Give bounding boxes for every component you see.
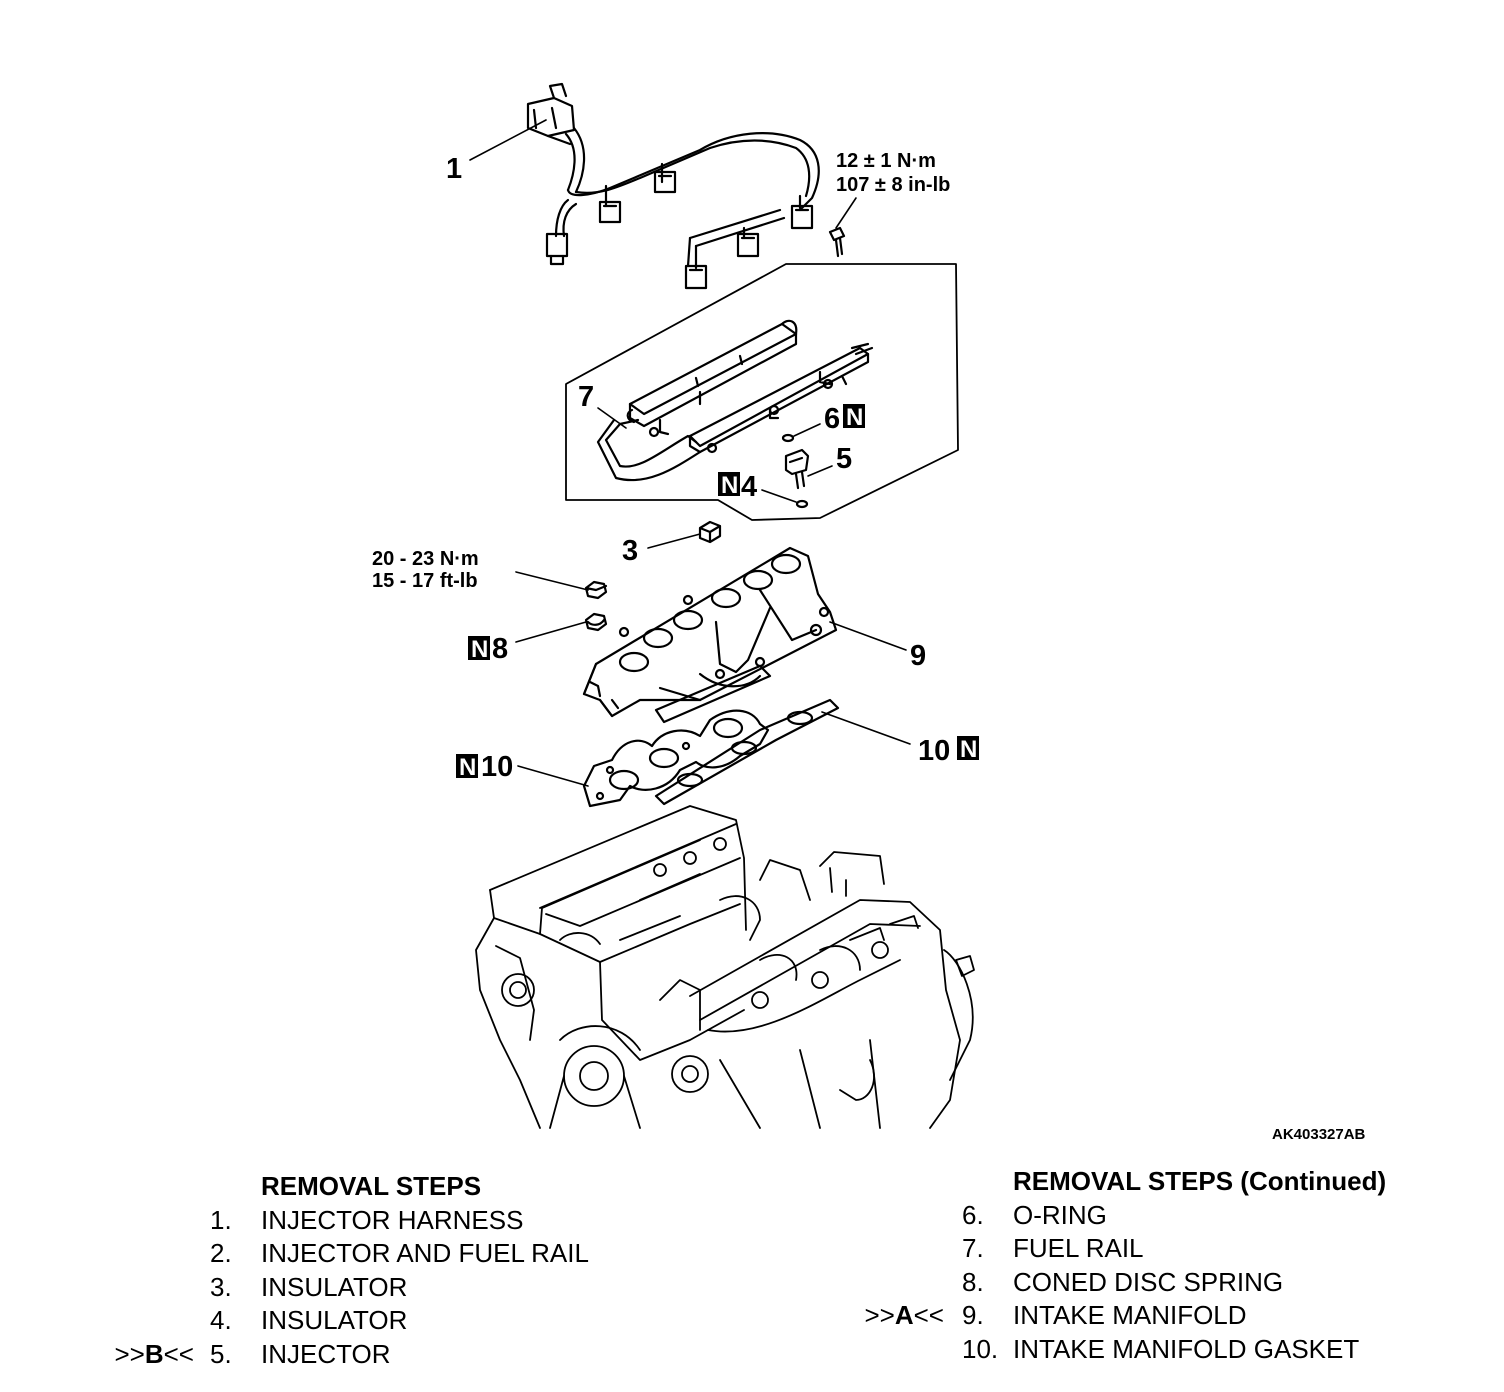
step-number: 7.: [962, 1233, 984, 1263]
callout-10-right: 10: [918, 735, 950, 767]
injector-harness: [526, 82, 820, 290]
injector-fuel-rail-group-outline: [565, 263, 959, 521]
removal-step-row: >>B<< 5. INJECTOR: [0, 1338, 700, 1372]
step-text: INJECTOR HARNESS: [261, 1204, 524, 1235]
torque-label-left-nm: 20 - 23 N·m: [372, 548, 479, 570]
step-text: INJECTOR AND FUEL RAIL: [261, 1238, 589, 1268]
harness-bolt: [828, 226, 846, 258]
step-text: INSULATOR: [261, 1305, 408, 1335]
torque-label-top-nm: 12 ± 1 N·m: [836, 150, 936, 172]
removal-step-row: 3. INSULATOR: [0, 1271, 700, 1305]
callout-3: 3: [622, 535, 638, 567]
new-part-badge-10-right: N: [957, 736, 979, 763]
step-number: 2.: [210, 1238, 232, 1268]
engine-block: [475, 805, 975, 1129]
new-part-badge-10-left: N: [456, 754, 478, 781]
callout-10-left: 10: [481, 751, 513, 783]
svg-text:N: N: [721, 472, 738, 499]
svg-text:N: N: [846, 404, 863, 431]
new-part-badge-4: N: [718, 472, 740, 499]
callout-1: 1: [446, 153, 462, 185]
step-text: CONED DISC SPRING: [1013, 1266, 1284, 1297]
step-text: INTAKE MANIFOLD GASKET: [1013, 1333, 1360, 1364]
callout-6: 6: [824, 403, 840, 435]
torque-label-left-ftlb: 15 - 17 ft-lb: [372, 570, 478, 592]
callout-9: 9: [910, 640, 926, 672]
procedure-reference-mark: >>A<<: [864, 1300, 944, 1330]
new-part-badge-6: N: [843, 404, 865, 431]
intake-manifold-gaskets: [582, 698, 840, 808]
exploded-view-diagram: 1 12 ± 1 N·m 107 ± 8 in-lb 7 6 N 5 N 4 3…: [372, 82, 979, 1129]
callout-8: 8: [492, 633, 508, 665]
step-number: 10.: [962, 1333, 999, 1364]
removal-step-row: 4. INSULATOR: [0, 1304, 700, 1338]
removal-step-row: 1. INJECTOR HARNESS: [0, 1204, 700, 1238]
injector-parts: [781, 433, 810, 509]
callout-4: 4: [741, 471, 757, 503]
intake-manifold: [582, 546, 838, 724]
step-text: O-RING: [1013, 1199, 1107, 1230]
callout-5: 5: [836, 443, 852, 475]
insulator-3: [698, 520, 722, 544]
new-part-badge-8: N: [468, 636, 490, 663]
callout-labels: 1 12 ± 1 N·m 107 ± 8 in-lb 7 6 N 5 N 4 3…: [372, 150, 979, 783]
procedure-reference-mark: >>B<<: [114, 1338, 194, 1369]
svg-text:N: N: [471, 636, 488, 663]
callout-7: 7: [578, 381, 594, 413]
svg-text:N: N: [459, 754, 476, 781]
removal-step-row: 8. CONED DISC SPRING: [0, 1266, 1504, 1300]
svg-text:N: N: [960, 736, 977, 763]
torque-label-top-inlb: 107 ± 8 in-lb: [836, 174, 950, 196]
step-number: 5.: [210, 1338, 232, 1369]
step-number: 4.: [210, 1305, 232, 1335]
removal-step-row: 7. FUEL RAIL: [0, 1232, 1504, 1266]
step-number: 8.: [962, 1266, 984, 1297]
step-number: 9.: [962, 1300, 984, 1330]
step-text: INSULATOR: [261, 1271, 408, 1302]
fuel-rail: [596, 319, 874, 482]
removal-step-row: 6. O-RING: [0, 1199, 1504, 1233]
leader-lines: [469, 119, 911, 787]
removal-steps-left: REMOVAL STEPS 1. INJECTOR HARNESS 2. INJ…: [0, 1170, 700, 1371]
removal-steps-continued-heading: REMOVAL STEPS (Continued): [1013, 1166, 1387, 1196]
removal-step-row: 2. INJECTOR AND FUEL RAIL: [0, 1237, 700, 1271]
step-text: FUEL RAIL: [1013, 1233, 1144, 1263]
nut-and-coned-disc-spring: [584, 580, 608, 632]
removal-step-row: >>A<< 9. INTAKE MANIFOLD: [0, 1299, 1504, 1333]
figure-code: AK403327AB: [1272, 1126, 1366, 1143]
removal-step-row: 10. INTAKE MANIFOLD GASKET: [0, 1333, 1504, 1367]
step-text: INJECTOR: [261, 1338, 391, 1369]
removal-steps-right: REMOVAL STEPS (Continued) 6. O-RING 7. F…: [0, 1165, 1504, 1366]
step-number: 1.: [210, 1204, 232, 1235]
removal-steps-heading: REMOVAL STEPS: [261, 1171, 482, 1201]
step-number: 3.: [210, 1271, 232, 1302]
step-text: INTAKE MANIFOLD: [1013, 1300, 1247, 1330]
step-number: 6.: [962, 1199, 984, 1230]
